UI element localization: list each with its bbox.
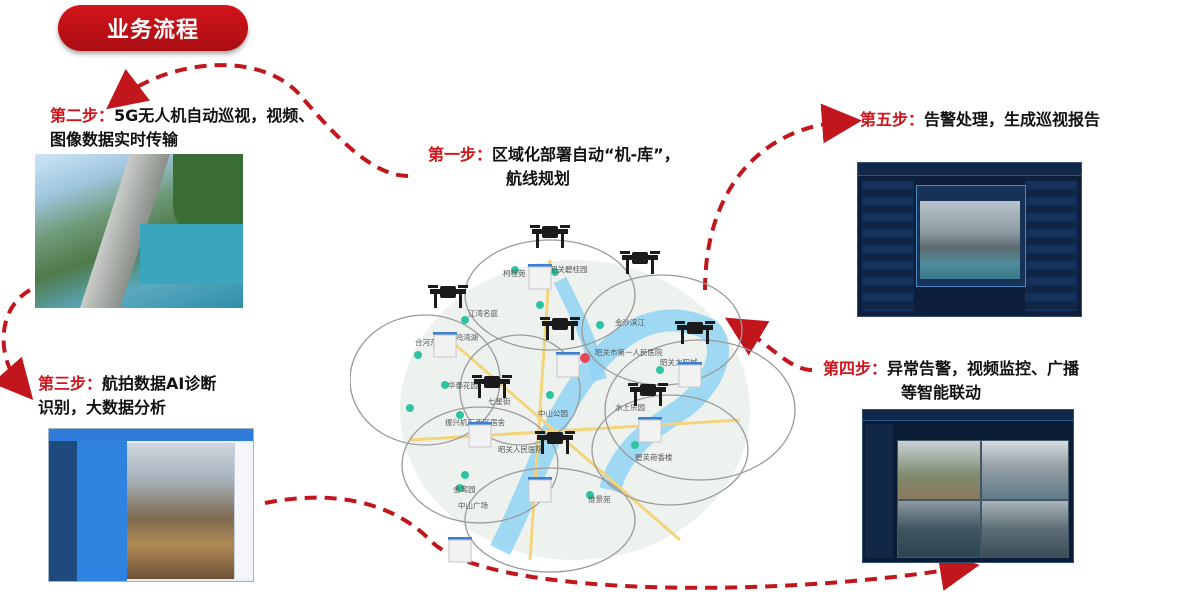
step-four-label: 第四步： [823,359,888,378]
drone-hangar-icon [447,536,473,563]
step-five-text: 第五步：告警处理，生成巡视报告 [860,108,1100,132]
dam-aerial-photo [35,154,243,308]
step-three-line1: 航拍数据AI诊断 [102,374,217,393]
map-label: 合河东路 [415,337,445,347]
page-title: 业务流程 [58,5,248,51]
map-label: 水上乐园 [615,402,645,412]
video-monitoring-app-screenshot [862,409,1074,563]
map-label: 维景苑 [588,494,611,504]
map-label: 碧芙荷香楼 [635,452,673,462]
drone-hangar-icon [527,263,553,290]
arrow-step2-to-step3 [0,288,34,401]
step-one-line2: 航线规划 [506,169,571,188]
drone-hangar-icon [527,476,553,503]
step-one-label: 第一步： [428,145,493,164]
drone-hangar-icon [467,421,493,448]
drone-coverage-map: 柯桂苑 昭关碧桂园 江湾名庭 金沙滨江 合河东路 鹊鸣湾湖 昭关市第一人民医院 … [350,225,796,573]
map-label: 昭关碧桂园 [550,264,588,274]
step-two-label: 第二步： [50,106,115,125]
map-label: 金沙滨江 [615,317,645,327]
drone-icon [428,285,468,308]
map-label: 江湾名庭 [468,308,498,318]
step-five-line1: 告警处理，生成巡视报告 [924,110,1101,129]
step-two-line1: 5G无人机自动巡视，视频、 [114,106,315,125]
step-four-line1: 异常告警，视频监控、广播 [887,359,1080,378]
step-four-text: 第四步：异常告警，视频监控、广播 等智能联动 [823,357,1079,405]
map-label: 昭关市第一人民医院 [595,347,663,357]
arrow-step3-to-step4 [264,495,980,591]
map-label: 柯桂苑 [503,268,526,278]
drone-hangar-icon [432,331,458,358]
map-label: 中山广场 [458,500,488,510]
map-label: 鹊鸣湾湖 [448,332,478,342]
step-two-text: 第二步：5G无人机自动巡视，视频、 图像数据实时传输 [50,104,314,152]
map-label: 七星街 [488,396,511,406]
drone-icon [620,251,660,274]
step-five-label: 第五步： [860,110,925,129]
step-one-line1: 区域化部署自动“机-库”， [492,145,680,164]
drone-icon [530,225,570,248]
step-three-label: 第三步： [38,374,103,393]
step-one-text: 第一步：区域化部署自动“机-库”， 航线规划 [428,143,680,191]
map-label: 中山公园 [538,408,568,418]
arrow-step4-to-map [724,317,813,372]
step-four-line2: 等智能联动 [901,383,982,402]
step-two-line2: 图像数据实时传输 [50,130,179,149]
map-label: 昭关人民医院 [498,444,543,454]
alarm-report-app-screenshot [857,162,1082,317]
step-three-text: 第三步：航拍数据AI诊断 识别，大数据分析 [38,372,216,420]
drone-hangar-icon [677,361,703,388]
step-three-line2: 识别，大数据分析 [38,398,167,417]
ai-diagnosis-app-screenshot [48,428,254,582]
drone-hangar-icon [637,416,663,443]
arrow-map-to-step5 [703,103,862,291]
drone-hangar-icon [555,351,581,378]
map-label: 金鸾园 [453,484,476,494]
arrow-step1-to-step2 [106,63,409,178]
map-label: 华泰花园 [448,380,478,390]
